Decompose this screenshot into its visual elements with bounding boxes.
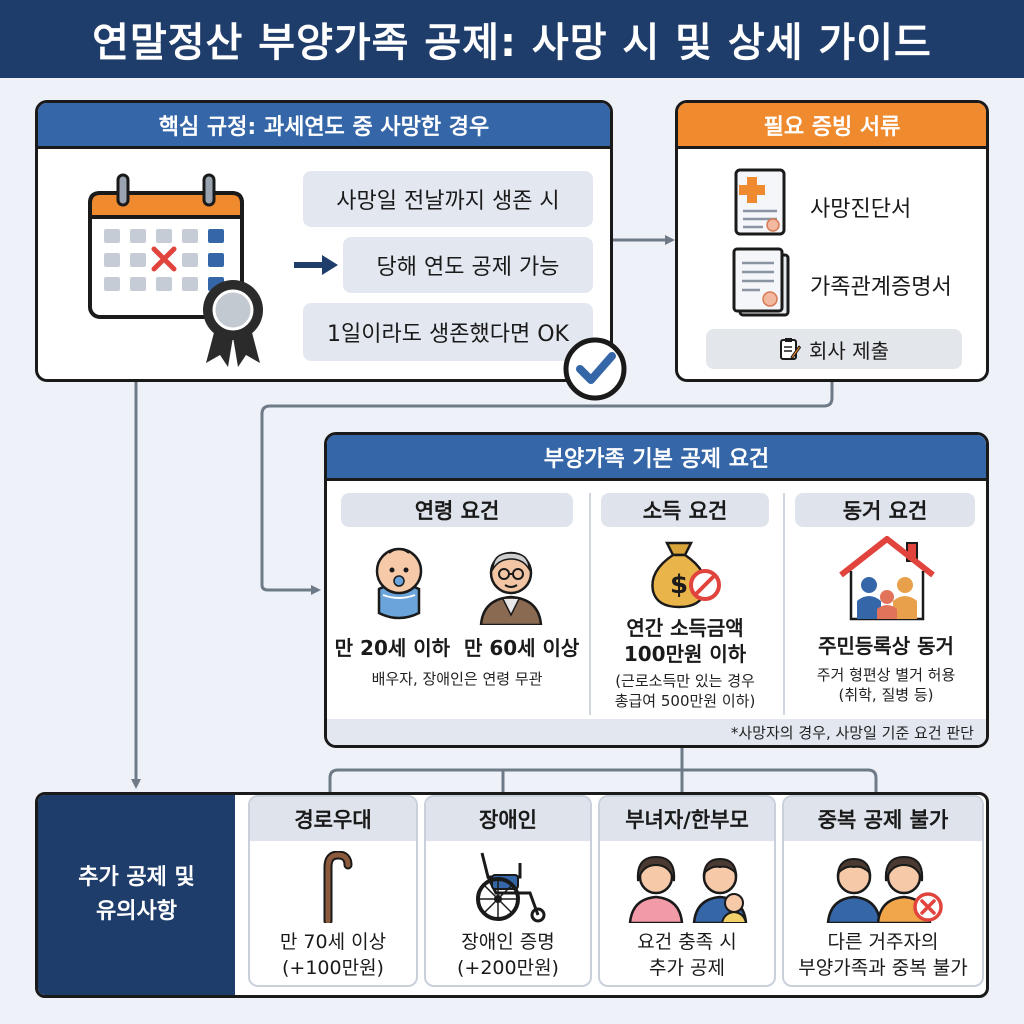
duplicate-no-icon (826, 855, 943, 923)
age-requirement-note: 배우자, 장애인은 연령 무관 (371, 670, 543, 688)
calendar-icon (88, 173, 244, 319)
age-requirement-title: 연령 요건 (341, 493, 573, 527)
documents-panel: 필요 증빙 서류 사망진단서 가족관계증명서 회사 제출 (675, 100, 989, 382)
title-bar: 연말정산 부양가족 공제: 사망 시 및 상세 가이드 (0, 0, 1024, 78)
cohabit-requirement-main: 주민등록상 동거 (818, 634, 954, 658)
medical-document-icon (734, 168, 786, 236)
money-bag-no-icon: $ (651, 541, 721, 609)
card-single-parent-title: 부녀자/한부모 (600, 797, 774, 841)
card-no-duplicate: 중복 공제 불가 다른 거주자의 부양가족과 중복 불가 (782, 795, 984, 987)
requirements-header: 부양가족 기본 공제 요건 (327, 435, 986, 481)
card-single-parent-line-1: 요건 충족 시 (637, 931, 737, 953)
income-requirement-note-2: 총급여 500만원 이하) (614, 692, 756, 710)
card-disabled-title: 장애인 (426, 797, 590, 841)
card-disabled-line-1: 장애인 증명 (461, 931, 555, 953)
connector-requirements-to-cards (328, 748, 878, 793)
card-senior-line-2: (+100만원) (282, 957, 384, 979)
check-circle-icon (563, 337, 627, 401)
baby-icon (375, 547, 423, 620)
income-requirement-main-1: 연간 소득금액 (626, 616, 744, 640)
card-no-duplicate-line-1: 다른 거주자의 (827, 931, 939, 953)
income-requirement-note-1: (근로소득만 있는 경우 (615, 672, 755, 690)
card-senior: 경로우대 만 70세 이상 (+100만원) (248, 795, 418, 987)
card-no-duplicate-title: 중복 공제 불가 (784, 797, 982, 841)
income-requirement-title: 소득 요건 (601, 493, 769, 527)
core-rule-header: 핵심 규정: 과세연도 중 사망한 경우 (38, 103, 610, 149)
rule-line-2: 당해 연도 공제 가능 (343, 237, 593, 293)
card-senior-line-1: 만 70세 이상 (279, 931, 387, 953)
wheelchair-icon (476, 852, 546, 923)
doc-label-family-certificate: 가족관계증명서 (810, 275, 952, 300)
card-single-parent: 부녀자/한부모 요건 충족 시 추가 공제 (598, 795, 776, 987)
svg-text:$: $ (670, 570, 688, 600)
cohabit-requirement-note-2: (취학, 질병 등) (838, 686, 934, 704)
footnote-strip: *사망자의 경우, 사망일 기준 요건 판단 (327, 719, 986, 745)
requirements-panel: 부양가족 기본 공제 요건 연령 요건 만 20세 이하 만 60세 이상 배우… (324, 432, 989, 748)
cane-icon (323, 851, 353, 923)
card-single-parent-line-2: 추가 공제 (649, 957, 725, 979)
page-title: 연말정산 부양가족 공제: 사망 시 및 상세 가이드 (92, 20, 932, 66)
card-disabled: 장애인 장애인 증명 (+200만원) (424, 795, 592, 987)
family-house-icon (839, 536, 935, 621)
rule-line-1: 사망일 전날까지 생존 시 (303, 171, 593, 227)
additional-label-line-1: 추가 공제 및 (78, 864, 195, 890)
rule-line-3: 1일이라도 생존했다면 OK (303, 303, 593, 361)
column-divider-2 (783, 493, 785, 715)
age-requirement-main: 만 20세 이하 만 60세 이상 (334, 636, 580, 660)
requirements-footnote: *사망자의 경우, 사망일 기준 요건 판단 (730, 723, 974, 742)
certificate-document-icon (732, 247, 790, 317)
parent-child-icon (628, 855, 748, 923)
core-rule-panel: 핵심 규정: 과세연도 중 사망한 경우 사망일 전날까지 생존 시 당해 연도… (35, 100, 613, 382)
submit-label: 회사 제출 (809, 338, 889, 363)
card-disabled-line-2: (+200만원) (457, 957, 559, 979)
additional-section: 추가 공제 및 유의사항 경로우대 만 70세 이상 (+100만원) 장애인 … (35, 792, 989, 998)
submit-to-company: 회사 제출 (706, 329, 962, 369)
doc-label-death-certificate: 사망진단서 (810, 197, 912, 222)
award-ribbon-icon (203, 280, 263, 367)
arrow-right-icon (294, 255, 338, 275)
cohabit-requirement-title: 동거 요건 (795, 493, 975, 527)
cohabit-requirement-note-1: 주거 형편상 별거 허용 (816, 666, 956, 684)
income-requirement-main-2: 100만원 이하 (623, 642, 747, 666)
documents-header: 필요 증빙 서류 (678, 103, 986, 149)
additional-label: 추가 공제 및 유의사항 (38, 795, 235, 995)
connector-docs-to-requirements (260, 381, 834, 595)
elderly-man-icon (479, 551, 543, 625)
column-divider-1 (589, 493, 591, 715)
card-senior-title: 경로우대 (250, 797, 416, 841)
card-no-duplicate-line-2: 부양가족과 중복 불가 (798, 957, 968, 979)
memo-icon (780, 338, 802, 360)
additional-label-line-2: 유의사항 (96, 899, 177, 924)
